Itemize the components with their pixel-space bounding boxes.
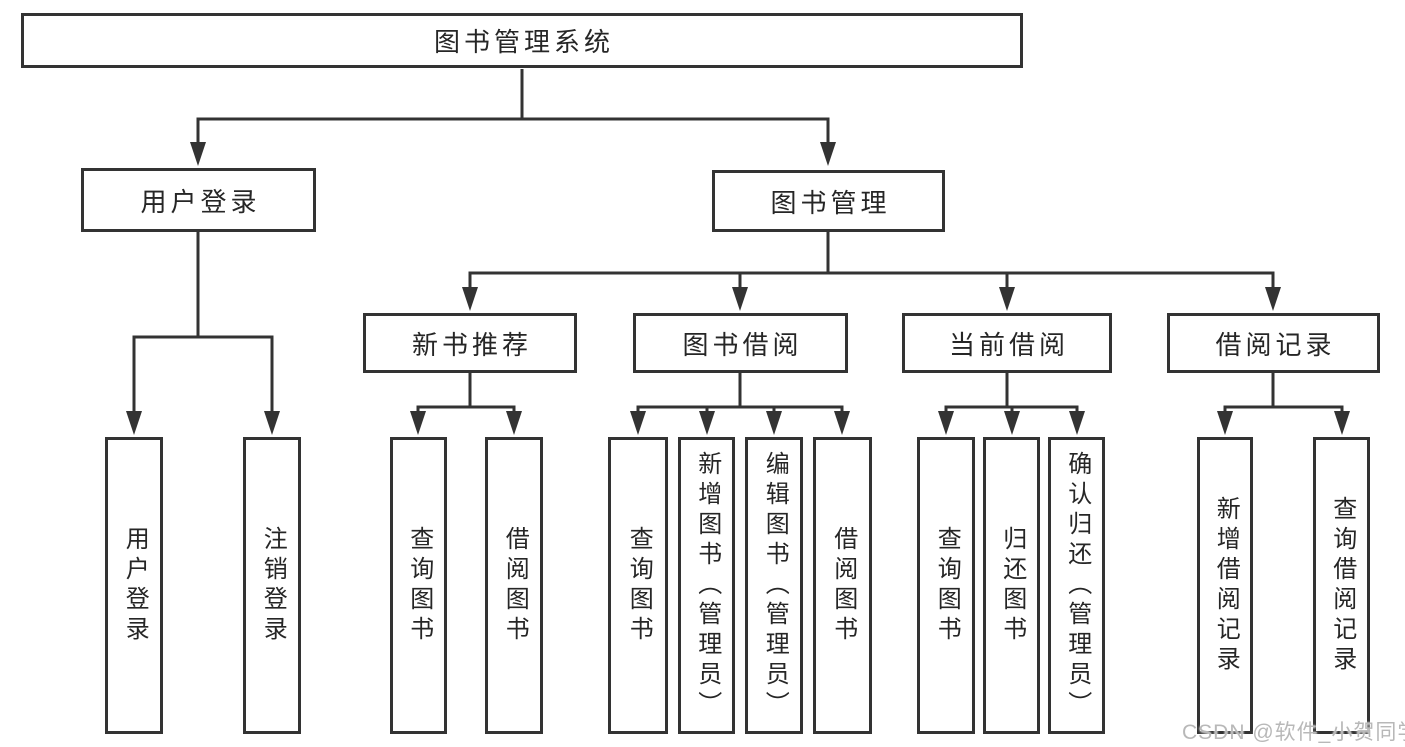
arrow-down-icon — [766, 411, 782, 435]
node-current-borrowing-label: 当前借阅 — [948, 329, 1069, 360]
leaf-return-books: 归还图书 — [983, 437, 1040, 734]
arrow-down-icon — [732, 287, 748, 311]
arrow-down-icon — [410, 411, 426, 435]
arrow-down-icon — [1334, 411, 1350, 435]
arrow-down-icon — [1265, 287, 1281, 311]
node-borrow-records-label: 借阅记录 — [1215, 329, 1336, 360]
leaf-add-borrow-record-label: 新增借阅记录 — [1212, 495, 1240, 676]
leaf-query-books-current-label: 查询图书 — [933, 525, 961, 646]
leaf-borrow-books: 借阅图书 — [813, 437, 872, 734]
csdn-watermark: CSDN @软件_小贺同学 — [1182, 721, 1405, 744]
leaf-borrow-books-label: 借阅图书 — [829, 525, 857, 646]
leaf-confirm-return-admin: 确认归还（管理员） — [1048, 437, 1105, 734]
node-new-book-recommend-label: 新书推荐 — [411, 329, 532, 360]
node-new-book-recommend: 新书推荐 — [363, 313, 577, 373]
arrowheads — [126, 142, 1350, 435]
leaf-return-books-label: 归还图书 — [998, 525, 1026, 646]
arrow-down-icon — [938, 411, 954, 435]
leaf-add-books-admin-label: 新增图书（管理员） — [693, 450, 721, 721]
arrow-down-icon — [834, 411, 850, 435]
leaf-add-books-admin: 新增图书（管理员） — [678, 437, 735, 734]
arrow-down-icon — [506, 411, 522, 435]
arrow-down-icon — [1217, 411, 1233, 435]
arrow-down-icon — [1069, 411, 1085, 435]
leaf-add-borrow-record: 新增借阅记录 — [1197, 437, 1253, 734]
node-book-management: 图书管理 — [712, 170, 945, 232]
node-book-borrowing: 图书借阅 — [633, 313, 848, 373]
leaf-query-books-current: 查询图书 — [917, 437, 975, 734]
node-book-management-label: 图书管理 — [770, 187, 891, 218]
node-current-borrowing: 当前借阅 — [902, 313, 1112, 373]
arrow-down-icon — [462, 287, 478, 311]
node-borrow-records: 借阅记录 — [1167, 313, 1380, 373]
node-user-login-label: 用户登录 — [140, 186, 261, 217]
node-book-borrowing-label: 图书借阅 — [682, 329, 803, 360]
leaf-query-books-recommend-label: 查询图书 — [405, 525, 433, 646]
arrow-down-icon — [699, 411, 715, 435]
leaf-edit-books-admin: 编辑图书（管理员） — [745, 437, 803, 734]
node-user-login: 用户登录 — [81, 168, 316, 232]
leaf-borrow-books-recommend: 借阅图书 — [485, 437, 543, 734]
leaf-query-books-borrowing: 查询图书 — [608, 437, 668, 734]
leaf-user-login-label: 用户登录 — [121, 525, 149, 646]
arrow-down-icon — [630, 411, 646, 435]
leaf-confirm-return-admin-label: 确认归还（管理员） — [1063, 450, 1091, 721]
node-root-label: 图书管理系统 — [433, 27, 614, 57]
leaf-query-books-borrowing-label: 查询图书 — [625, 525, 653, 646]
leaf-query-books-recommend: 查询图书 — [390, 437, 447, 734]
leaf-query-borrow-record-label: 查询借阅记录 — [1328, 495, 1356, 676]
arrow-down-icon — [820, 142, 836, 166]
node-root: 图书管理系统 — [21, 13, 1023, 68]
arrow-down-icon — [999, 287, 1015, 311]
leaf-borrow-books-recommend-label: 借阅图书 — [501, 525, 529, 646]
arrow-down-icon — [264, 411, 280, 435]
leaf-logout: 注销登录 — [243, 437, 301, 734]
arrow-down-icon — [190, 142, 206, 166]
leaf-user-login: 用户登录 — [105, 437, 163, 734]
leaf-logout-label: 注销登录 — [259, 525, 287, 646]
leaf-query-borrow-record: 查询借阅记录 — [1313, 437, 1370, 734]
arrow-down-icon — [126, 411, 142, 435]
arrow-down-icon — [1004, 411, 1020, 435]
leaf-edit-books-admin-label: 编辑图书（管理员） — [761, 450, 789, 721]
